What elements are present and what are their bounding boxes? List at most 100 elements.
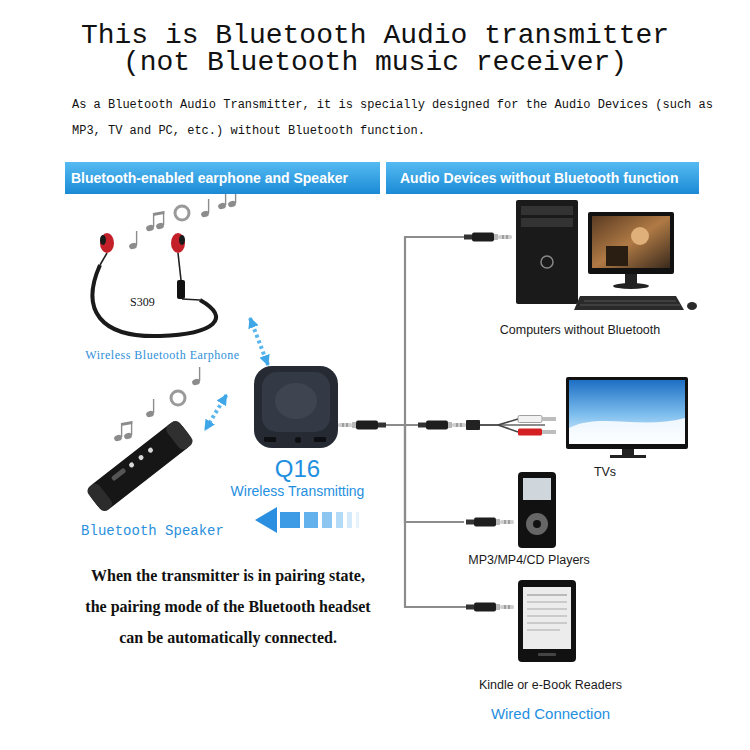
keyboard xyxy=(574,296,684,310)
section-banner: Audio Devices without Bluetooth function xyxy=(386,162,699,194)
mouse xyxy=(687,302,697,310)
audio-cable xyxy=(369,425,465,522)
audio-plug xyxy=(464,233,512,242)
note-circle xyxy=(175,206,189,220)
music-note xyxy=(113,421,133,442)
speaker-tube xyxy=(85,418,195,513)
player-screen xyxy=(523,478,551,500)
device-caption: Wireless Bluetooth Earphone xyxy=(85,348,239,363)
rca-plug-white xyxy=(518,416,542,423)
text-line xyxy=(527,616,567,617)
earphone-cable xyxy=(178,253,181,280)
speaker-button xyxy=(138,454,145,461)
power-button xyxy=(541,256,553,268)
player-body xyxy=(518,472,556,548)
page-title: This is Bluetooth Audio transmitter (not… xyxy=(45,22,705,76)
drive-bay xyxy=(521,218,573,227)
speaker-illustration xyxy=(85,367,201,514)
rca-split-cable xyxy=(480,419,518,432)
audio-cable xyxy=(369,237,496,425)
speaker-body xyxy=(85,418,195,513)
text-line xyxy=(527,623,567,624)
ereader-body xyxy=(518,580,576,662)
keyboard-keys xyxy=(580,305,680,306)
ereader-node: Kindle or e-Book Readers xyxy=(475,575,627,693)
section-caption: Wired Connection xyxy=(473,705,628,723)
computer-node: Computers without Bluetooth xyxy=(495,195,665,338)
plug-coupler xyxy=(466,420,480,430)
speaker-button xyxy=(128,461,135,468)
neckband xyxy=(93,265,217,336)
banner-text: Bluetooth-enabled earphone and Speaker xyxy=(71,170,348,187)
drive-bay xyxy=(521,206,573,215)
monitor-screen xyxy=(592,216,670,268)
speaker-display xyxy=(111,468,127,482)
audio-jack xyxy=(295,437,301,443)
speaker-grille xyxy=(85,481,115,513)
speaker-node: Bluetooth Speaker xyxy=(78,430,227,540)
model-name: Q16 xyxy=(275,455,320,483)
ereader-logo xyxy=(538,653,556,656)
music-note xyxy=(128,231,138,250)
click-wheel xyxy=(526,513,548,535)
music-note xyxy=(191,367,201,386)
ear-tip xyxy=(100,235,106,245)
device-caption: Kindle or e-Book Readers xyxy=(479,678,622,693)
music-note xyxy=(145,211,165,232)
device-caption: TVs xyxy=(594,465,616,480)
tv-illustration xyxy=(566,377,688,458)
arrow-bar xyxy=(356,512,359,528)
earphone-cable xyxy=(100,253,107,265)
device-caption: MP3/MP4/CD Players xyxy=(468,553,590,568)
text-line xyxy=(527,630,560,631)
bluetooth-link xyxy=(250,318,268,365)
music-note xyxy=(145,399,155,418)
transmitter-body xyxy=(254,366,338,448)
mp3-node: MP3/MP4/CD Players xyxy=(464,468,594,568)
computer-illustration xyxy=(516,200,697,310)
switch xyxy=(314,437,326,442)
arrow-head xyxy=(255,507,277,533)
section-banner: Bluetooth-enabled earphone and Speaker xyxy=(65,162,380,194)
earphone-cable xyxy=(182,299,200,300)
music-note xyxy=(200,199,210,218)
screen-figure xyxy=(631,227,649,245)
arrow-bar xyxy=(336,512,343,528)
tv-base xyxy=(610,455,646,458)
audio-cable xyxy=(369,425,475,607)
arrow-bar xyxy=(322,512,332,528)
earphone-illustration xyxy=(93,189,237,336)
tv-screen xyxy=(569,380,685,444)
rca-pin xyxy=(542,417,556,421)
mp3-illustration xyxy=(518,472,556,548)
pairing-note: When the transmitter is in pairing state… xyxy=(80,560,376,653)
device-caption: Wireless Transmitting xyxy=(231,483,365,500)
earphone-node: Wireless Bluetooth Earphone xyxy=(75,200,250,365)
tv-stand xyxy=(622,449,634,455)
transmitter-pad xyxy=(275,383,317,419)
arrow-bar xyxy=(347,512,352,528)
transmitter-node: Q16Wireless Transmitting xyxy=(227,365,369,500)
monitor-stand xyxy=(625,274,637,284)
intro-note: As a Bluetooth Audio Transmitter, it is … xyxy=(72,92,732,144)
ear-tip xyxy=(179,235,185,245)
model-number: S309 xyxy=(130,295,155,309)
text-line xyxy=(527,602,567,603)
tv-wave xyxy=(569,418,685,444)
device-caption: Bluetooth Speaker xyxy=(81,522,224,540)
audio-plug xyxy=(466,603,514,612)
keyboard-keys xyxy=(584,301,676,302)
note-circle xyxy=(171,391,185,405)
earbud xyxy=(100,233,114,253)
pc-tower xyxy=(516,200,578,304)
arrow-bar xyxy=(280,512,300,528)
speaker-cap xyxy=(164,418,195,451)
monitor xyxy=(588,212,674,274)
center-button xyxy=(533,520,541,528)
text-line xyxy=(527,609,567,610)
